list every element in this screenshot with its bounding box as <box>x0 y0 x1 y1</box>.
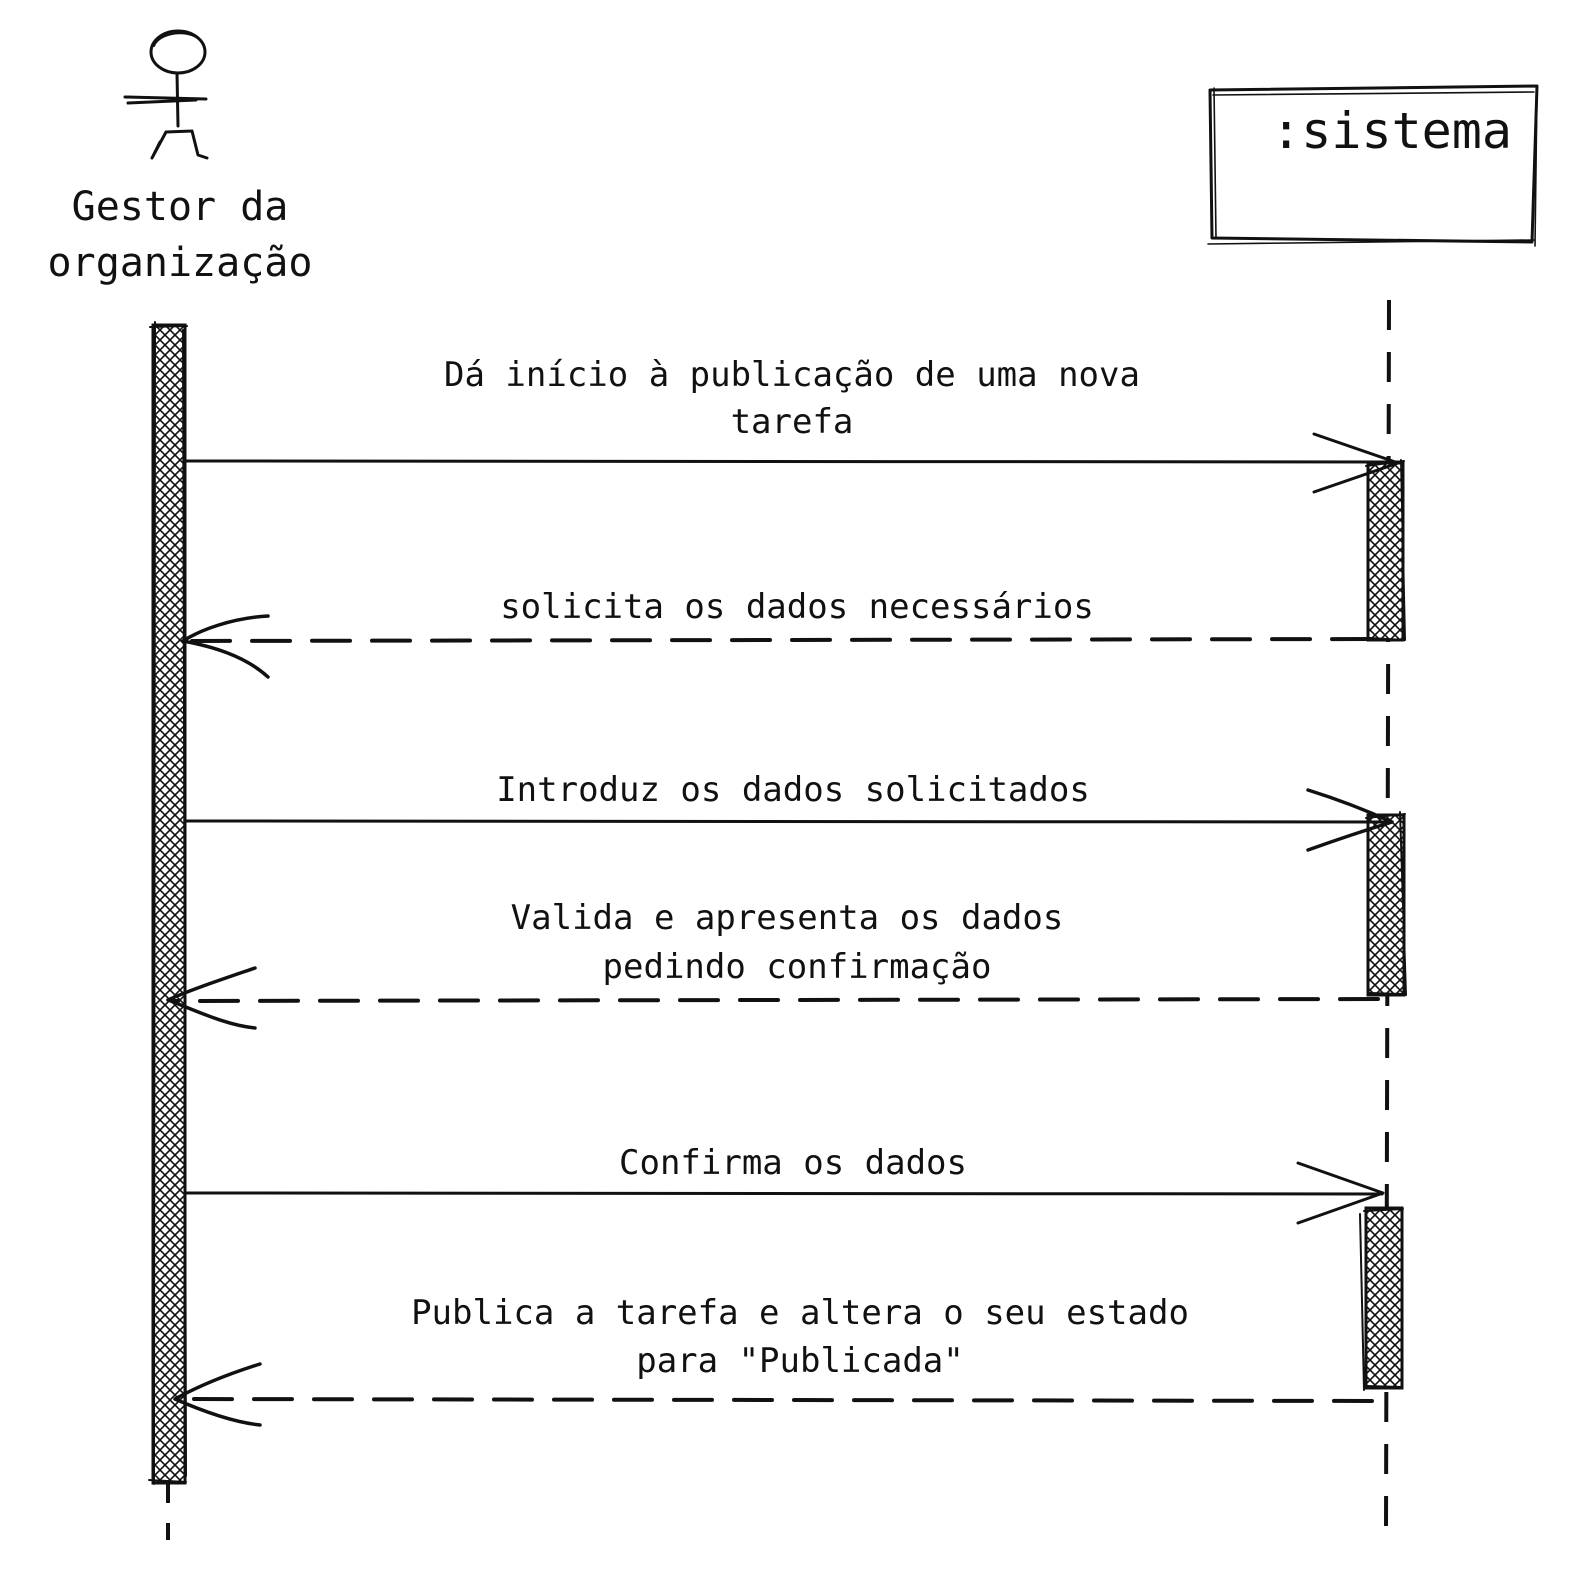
message-4-arrow <box>170 997 1380 1003</box>
system-box <box>1207 84 1539 247</box>
message-1-label-line2: tarefa <box>731 402 854 442</box>
message-6-label-line1: Publica a tarefa e altera o seu estado <box>411 1293 1189 1333</box>
message-1: Dá início à publicação de uma nova taref… <box>183 355 1400 494</box>
actor-legs <box>150 129 209 160</box>
message-4-label-line1: Valida e apresenta os dados <box>511 898 1064 938</box>
actor-stick-figure-icon <box>123 29 209 160</box>
message-5-arrow <box>183 1191 1384 1196</box>
message-6-label-line2: para "Publicada" <box>636 1341 964 1381</box>
message-3-arrow <box>183 819 1394 824</box>
message-2-label: solicita os dados necessários <box>500 587 1094 627</box>
message-2: solicita os dados necessários <box>181 587 1372 679</box>
system-activation-bar-2 <box>1365 811 1407 997</box>
message-3-arrowhead-icon <box>1306 788 1394 852</box>
message-2-arrow <box>185 637 1372 643</box>
message-1-label-line1: Dá início à publicação de uma nova <box>444 355 1140 395</box>
message-6-arrowhead-icon <box>173 1362 262 1427</box>
actor-head <box>149 29 207 75</box>
message-6-arrow <box>184 1397 1374 1403</box>
message-6: Publica a tarefa e altera o seu estado p… <box>173 1293 1374 1427</box>
message-1-arrow <box>183 459 1400 464</box>
actor-label-line2: organização <box>48 240 313 286</box>
actor-activation-bar <box>148 321 188 1485</box>
system-activation-bar-1 <box>1365 459 1406 642</box>
message-4: Valida e apresenta os dados pedindo conf… <box>166 898 1380 1030</box>
message-5: Confirma os dados <box>183 1143 1385 1225</box>
actor-label-line1: Gestor da <box>72 184 289 230</box>
actor-arms <box>123 95 208 105</box>
message-4-label-line2: pedindo confirmação <box>603 947 992 987</box>
system-label: :sistema <box>1271 102 1512 160</box>
message-5-arrowhead-icon <box>1296 1161 1385 1225</box>
message-3-label: Introduz os dados solicitados <box>496 770 1090 810</box>
message-4-arrowhead-icon <box>166 966 257 1030</box>
message-5-label: Confirma os dados <box>619 1143 967 1183</box>
system-activation-bar-3 <box>1359 1206 1404 1391</box>
message-2-arrowhead-icon <box>181 614 270 679</box>
message-3: Introduz os dados solicitados <box>183 770 1394 852</box>
message-1-arrowhead-icon <box>1312 432 1400 494</box>
